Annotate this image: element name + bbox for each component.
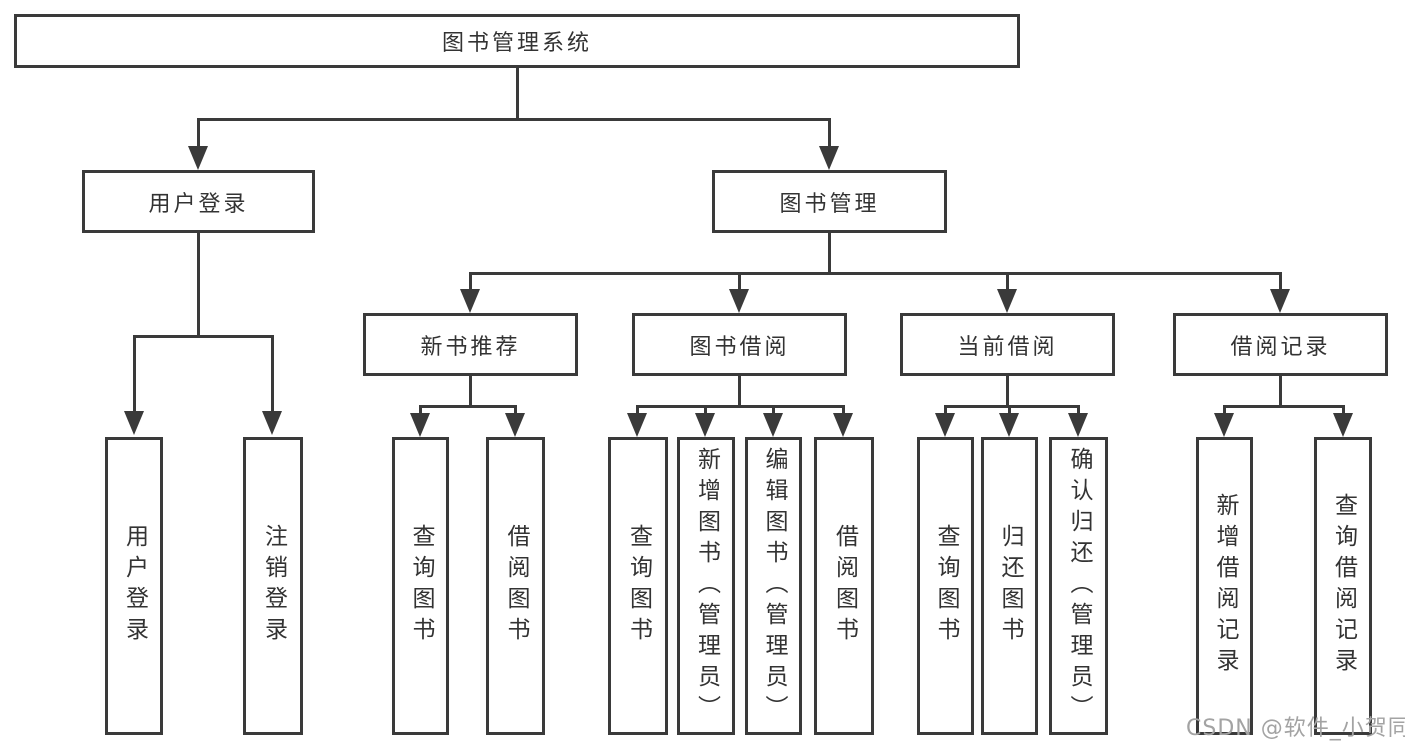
- leaf-label: 查询借阅记录: [1330, 493, 1357, 679]
- node-label: 用户登录: [148, 191, 249, 217]
- connector-vline: [1006, 272, 1009, 290]
- arrow-down-icon: [505, 413, 525, 437]
- connector-vline: [738, 376, 741, 405]
- connector-vline: [1279, 376, 1282, 405]
- arrow-down-icon: [1270, 289, 1290, 313]
- node-label: 图书管理: [779, 191, 880, 217]
- connector-vline: [197, 118, 200, 148]
- arrow-down-icon: [1214, 413, 1234, 437]
- leaf-logout: 注销登录: [243, 437, 303, 735]
- watermark-text: CSDN @软件_小贺同学: [1186, 716, 1405, 741]
- connector-hline: [197, 118, 831, 121]
- leaf-label: 查询图书: [625, 524, 652, 648]
- connector-hline: [133, 335, 274, 338]
- connector-vline: [133, 335, 136, 411]
- node-user-login: 用户登录: [82, 170, 315, 233]
- connector-vline: [514, 405, 517, 415]
- leaf-query-books-borrow: 查询图书: [608, 437, 668, 735]
- arrow-down-icon: [188, 146, 208, 170]
- connector-vline: [944, 405, 947, 415]
- arrow-down-icon: [627, 413, 647, 437]
- leaf-query-borrow-record: 查询借阅记录: [1314, 437, 1372, 735]
- connector-vline: [271, 335, 274, 411]
- connector-hline: [419, 405, 517, 408]
- leaf-query-books-current: 查询图书: [917, 437, 974, 735]
- connector-vline: [419, 405, 422, 415]
- arrow-down-icon: [833, 413, 853, 437]
- node-current-borrow: 当前借阅: [900, 313, 1115, 376]
- arrow-down-icon: [262, 411, 282, 435]
- node-label: 当前借阅: [957, 334, 1058, 360]
- leaf-add-book-admin: 新增图书（管理员）: [677, 437, 735, 735]
- leaf-label: 新增图书（管理员）: [693, 446, 720, 726]
- leaf-borrow-books-recommend: 借阅图书: [486, 437, 545, 735]
- connector-vline: [1342, 405, 1345, 415]
- connector-vline: [469, 272, 472, 290]
- arrow-down-icon: [460, 289, 480, 313]
- connector-vline: [704, 405, 707, 415]
- leaf-label: 注销登录: [260, 524, 287, 648]
- connector-vline: [636, 405, 639, 415]
- connector-hline: [944, 405, 1080, 408]
- leaf-add-borrow-record: 新增借阅记录: [1196, 437, 1253, 735]
- node-label: 图书借阅: [689, 334, 790, 360]
- connector-vline: [516, 68, 519, 118]
- connector-vline: [197, 233, 200, 335]
- arrow-down-icon: [1333, 413, 1353, 437]
- leaf-label: 借阅图书: [503, 524, 529, 648]
- arrow-down-icon: [1068, 413, 1088, 437]
- arrow-down-icon: [695, 413, 715, 437]
- leaf-label: 编辑图书（管理员）: [761, 446, 787, 726]
- connector-hline: [636, 405, 845, 408]
- connector-vline: [772, 405, 775, 415]
- arrow-down-icon: [729, 289, 749, 313]
- node-label: 新书推荐: [420, 334, 521, 360]
- node-label: 借阅记录: [1230, 334, 1331, 360]
- connector-vline: [738, 272, 741, 290]
- leaf-label: 用户登录: [121, 524, 148, 648]
- arrow-down-icon: [935, 413, 955, 437]
- leaf-label: 新增借阅记录: [1212, 493, 1238, 679]
- connector-vline: [842, 405, 845, 415]
- leaf-label: 确认归还（管理员）: [1066, 446, 1092, 726]
- leaf-query-books-recommend: 查询图书: [392, 437, 449, 735]
- connector-vline: [1077, 405, 1080, 415]
- connector-vline: [828, 233, 831, 272]
- connector-vline: [1006, 376, 1009, 405]
- connector-hline: [1223, 405, 1345, 408]
- leaf-label: 查询图书: [408, 524, 434, 648]
- leaf-label: 借阅图书: [831, 524, 858, 648]
- arrow-down-icon: [763, 413, 783, 437]
- connector-vline: [469, 376, 472, 405]
- node-book-borrow: 图书借阅: [632, 313, 847, 376]
- arrow-down-icon: [819, 146, 839, 170]
- connector-hline: [470, 272, 1281, 275]
- connector-vline: [1008, 405, 1011, 415]
- arrow-down-icon: [997, 289, 1017, 313]
- node-library-system: 图书管理系统: [14, 14, 1020, 68]
- connector-vline: [1279, 272, 1282, 290]
- connector-vline: [828, 118, 831, 148]
- arrow-down-icon: [124, 411, 144, 435]
- leaf-label: 归还图书: [997, 524, 1023, 648]
- leaf-confirm-return-admin: 确认归还（管理员）: [1049, 437, 1108, 735]
- node-new-book-recommend: 新书推荐: [363, 313, 578, 376]
- leaf-borrow-books: 借阅图书: [814, 437, 874, 735]
- node-book-management: 图书管理: [712, 170, 947, 233]
- arrow-down-icon: [999, 413, 1019, 437]
- leaf-label: 查询图书: [933, 524, 959, 648]
- node-borrow-records: 借阅记录: [1173, 313, 1388, 376]
- connector-vline: [1223, 405, 1226, 415]
- leaf-return-books: 归还图书: [981, 437, 1038, 735]
- node-label: 图书管理系统: [441, 31, 592, 56]
- leaf-user-login: 用户登录: [105, 437, 163, 735]
- leaf-edit-book-admin: 编辑图书（管理员）: [745, 437, 802, 735]
- arrow-down-icon: [410, 413, 430, 437]
